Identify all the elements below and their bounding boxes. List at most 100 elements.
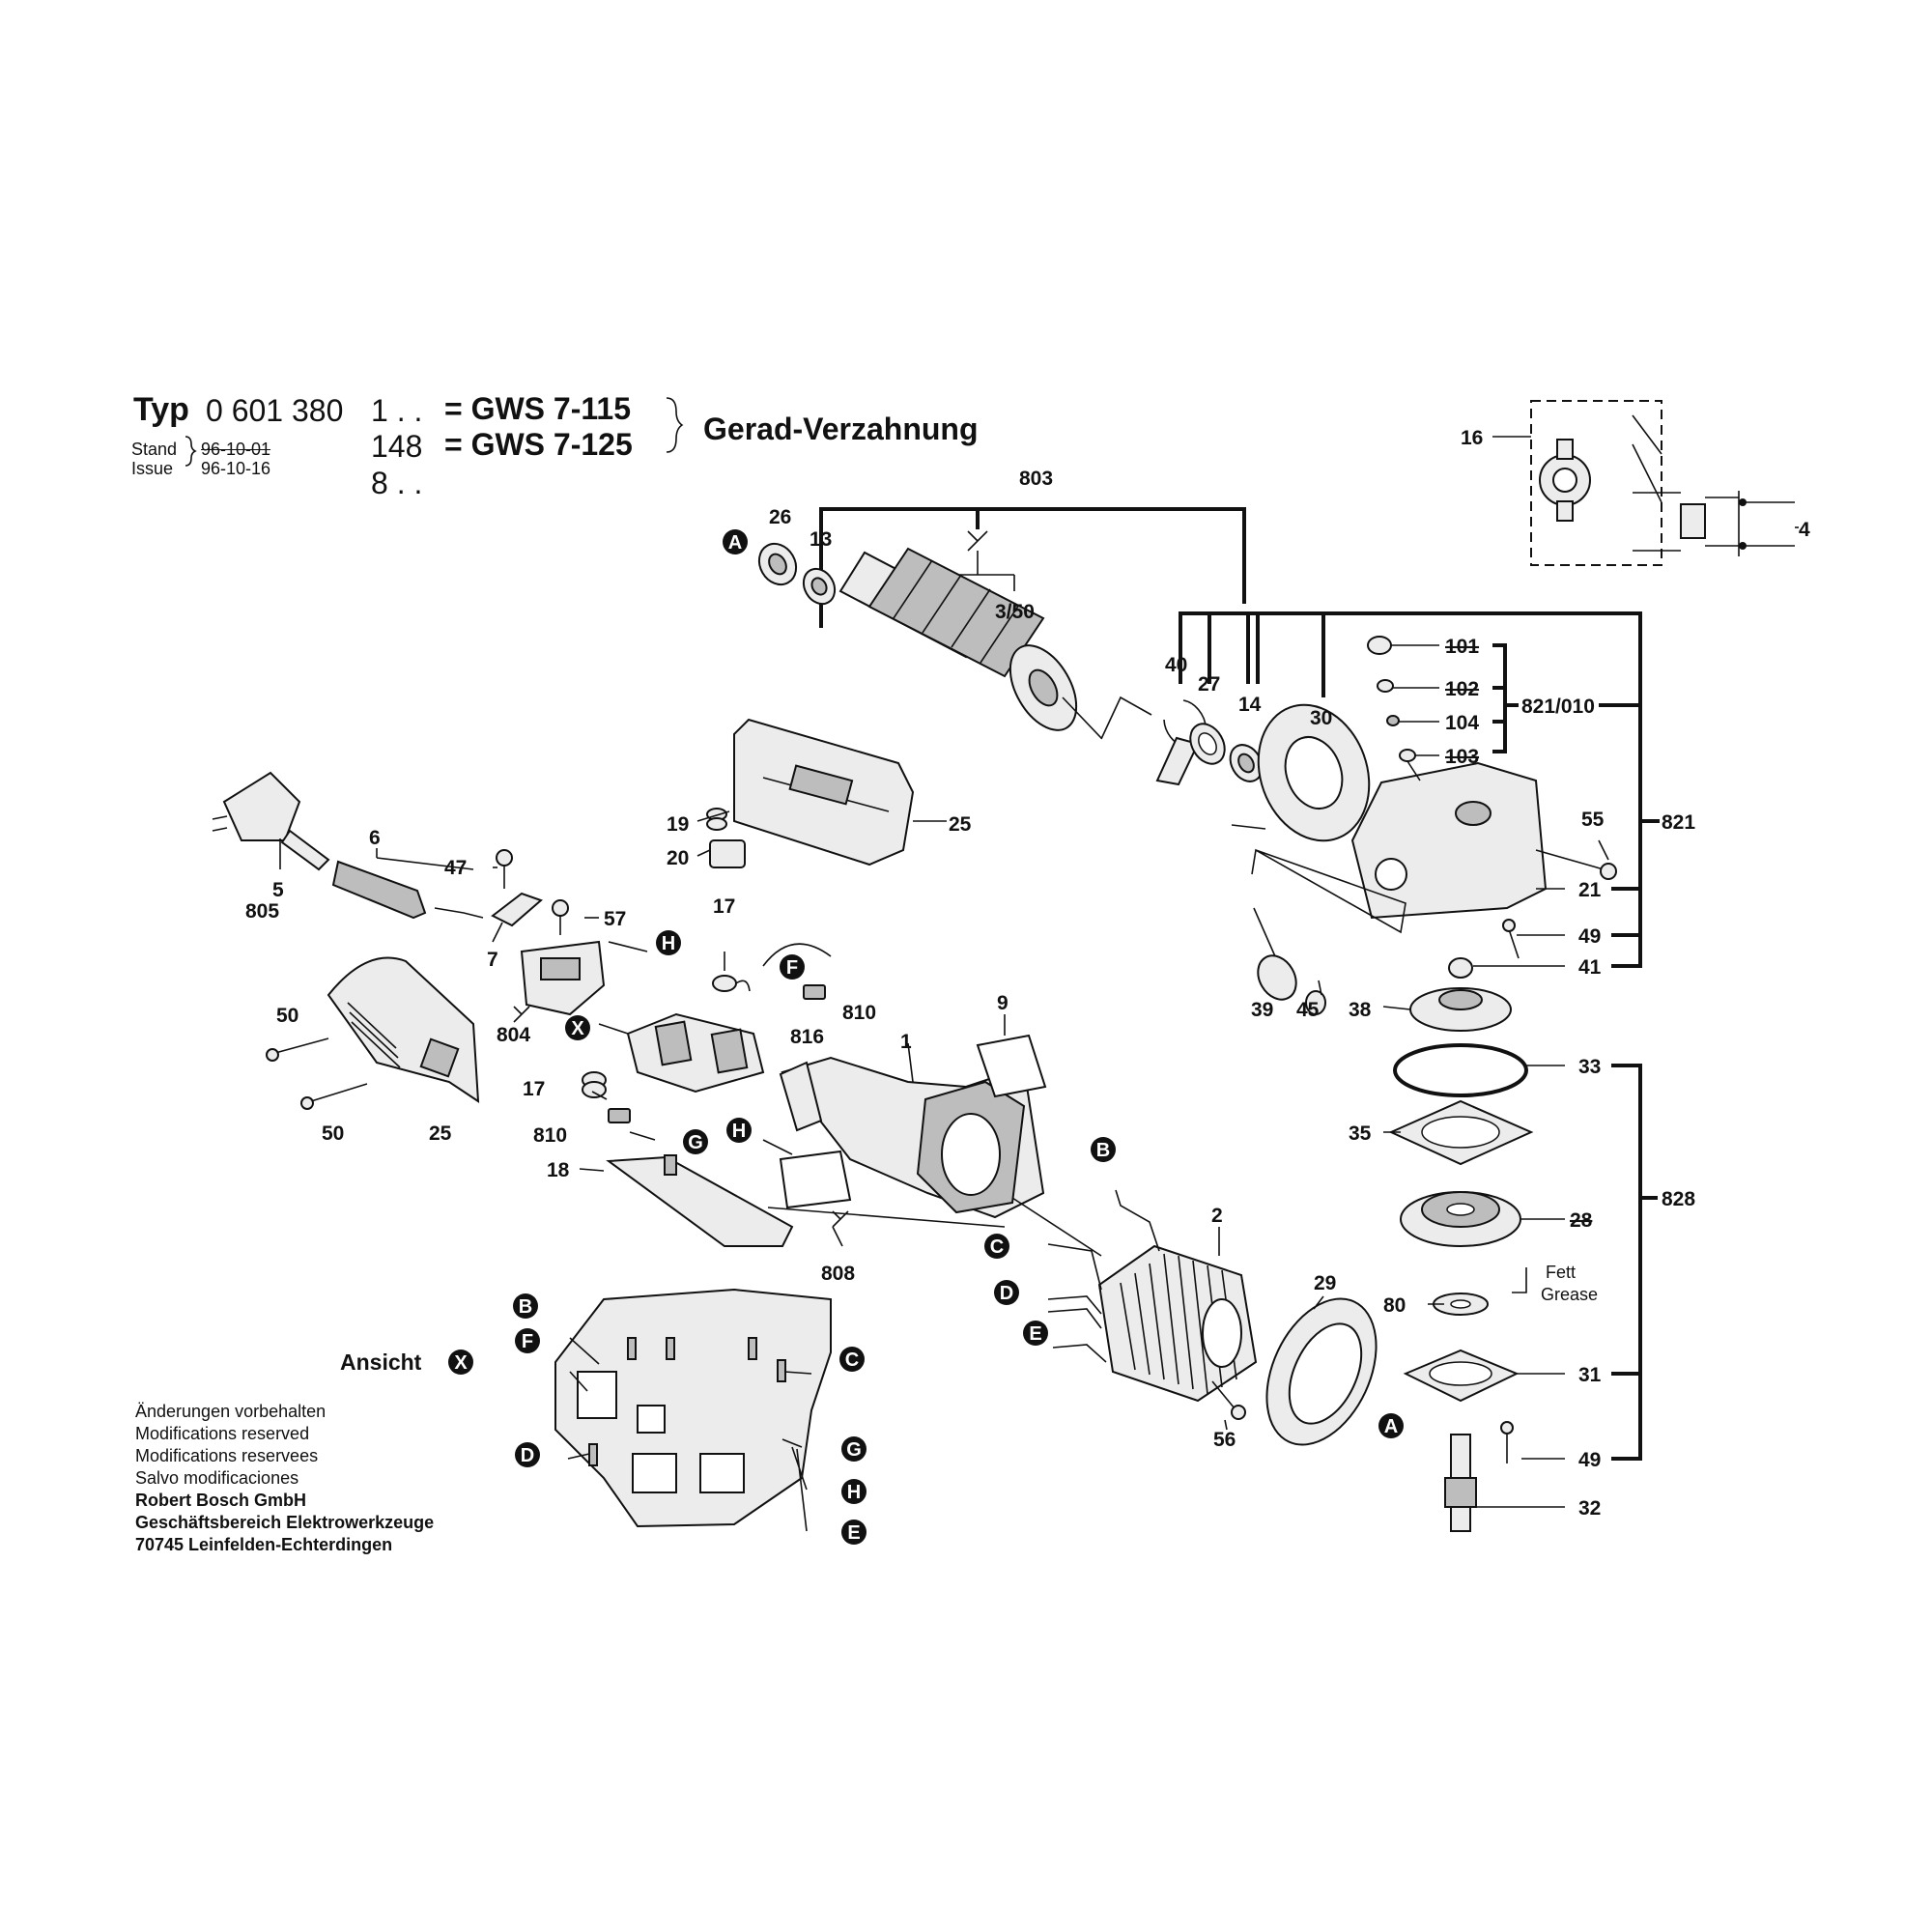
part-label-49-lower: 49 — [1578, 1449, 1601, 1471]
company-name: Robert Bosch GmbH — [135, 1491, 307, 1510]
screw-57 — [552, 899, 569, 935]
spindle-32 — [1444, 1434, 1477, 1532]
field-coil-2 — [1097, 1244, 1258, 1403]
air-guide-ring-29 — [1265, 1297, 1378, 1446]
part-label-32: 32 — [1578, 1497, 1601, 1520]
svg-text:G: G — [846, 1439, 862, 1461]
part-label-25-upper: 25 — [949, 813, 972, 836]
marker-d-coil: D — [994, 1280, 1019, 1305]
part-number-labels: 803 26 13 3/50 16 4 40 27 14 30 101 102 … — [245, 427, 1810, 1520]
ring-27 — [1189, 723, 1226, 765]
marker-e-coil: E — [1023, 1321, 1048, 1346]
line1-model: = GWS 7-115 — [444, 391, 631, 426]
svg-text:H: H — [847, 1482, 861, 1503]
marker-h-switch: H — [656, 930, 681, 955]
bracket-821-010 — [1492, 643, 1640, 753]
marker-c-view: C — [839, 1347, 865, 1372]
grease-label-en: Grease — [1541, 1285, 1598, 1304]
bearing-13 — [802, 567, 837, 606]
part-label-805: 805 — [245, 900, 279, 923]
part-label-102: 102 — [1445, 678, 1479, 700]
part-label-56: 56 — [1213, 1429, 1236, 1451]
marker-h-view: H — [841, 1479, 867, 1504]
stand-brace — [185, 436, 197, 467]
company-division: Geschäftsbereich Elektrowerkzeuge — [135, 1513, 435, 1532]
gear-housing-21 — [1350, 761, 1548, 920]
svg-text:E: E — [1029, 1323, 1041, 1345]
part-label-80: 80 — [1383, 1294, 1406, 1317]
marker-f-view: F — [515, 1328, 540, 1353]
circuit-inset — [1492, 400, 1799, 566]
note-line: Änderungen vorbehalten — [135, 1402, 327, 1421]
line2-code: 148 — [371, 429, 423, 464]
footnotes: Änderungen vorbehalten Modifications res… — [135, 1401, 434, 1556]
part-label-17-upper: 17 — [713, 895, 735, 918]
part-label-50-upper: 50 — [276, 1005, 298, 1027]
bearing-26 — [757, 542, 798, 586]
stand-label: Stand — [131, 440, 178, 459]
part-label-101: 101 — [1445, 636, 1479, 658]
svg-text:A: A — [1384, 1416, 1398, 1437]
field-coil-wires — [1047, 1189, 1160, 1363]
marker-d-view: D — [515, 1442, 540, 1467]
spring-19 — [706, 808, 727, 831]
part-label-821-010: 821/010 — [1521, 696, 1595, 718]
part-label-21: 21 — [1578, 879, 1602, 901]
view-label: Ansicht — [340, 1350, 422, 1375]
svg-text:F: F — [786, 957, 798, 979]
part-label-821: 821 — [1662, 811, 1695, 834]
svg-text:G: G — [688, 1132, 703, 1153]
part-label-17-lower: 17 — [523, 1078, 545, 1100]
part-label-7: 7 — [487, 949, 498, 971]
brush-holder — [626, 1012, 765, 1094]
svg-text:B: B — [1096, 1140, 1110, 1161]
power-cable-805 — [212, 771, 330, 871]
label-808 — [779, 1150, 852, 1209]
note-line: Salvo modificaciones — [135, 1468, 299, 1488]
stand-date: 96-10-01 — [201, 440, 271, 459]
svg-text:D: D — [1000, 1283, 1013, 1304]
line3-code: 8 . . — [371, 466, 423, 500]
part-label-19: 19 — [667, 813, 689, 836]
part-label-55: 55 — [1581, 809, 1605, 831]
part-label-57: 57 — [604, 908, 626, 930]
part-label-27: 27 — [1198, 673, 1220, 696]
part-label-5: 5 — [272, 879, 284, 901]
line1-code: 1 . . — [371, 393, 423, 428]
svg-text:F: F — [522, 1331, 533, 1352]
label-9 — [976, 1034, 1047, 1098]
part-label-31: 31 — [1578, 1364, 1602, 1386]
bracket-828 — [1611, 1064, 1658, 1461]
svg-text:H: H — [732, 1121, 746, 1142]
line2-model: = GWS 7-125 — [444, 427, 633, 462]
part-label-13: 13 — [810, 528, 832, 551]
screw-49-upper — [1502, 919, 1520, 959]
lock-button-20 — [709, 839, 746, 868]
screw-49-lower — [1500, 1421, 1514, 1463]
spring-17-lower — [582, 1071, 607, 1098]
handle-cover-25-lower — [327, 956, 480, 1103]
part-label-25-lower: 25 — [429, 1122, 452, 1145]
part-label-50-lower: 50 — [322, 1122, 344, 1145]
part-label-45: 45 — [1296, 999, 1320, 1021]
carbon-brush-upper — [803, 984, 826, 1000]
note-line: Modifications reserved — [135, 1424, 310, 1443]
bevel-gear-38 — [1409, 987, 1512, 1032]
bearing-41 — [1448, 957, 1473, 979]
part-label-29: 29 — [1314, 1272, 1336, 1294]
svg-text:H: H — [662, 933, 675, 954]
header-brace — [666, 397, 684, 453]
part-label-808: 808 — [821, 1263, 855, 1285]
part-label-6: 6 — [369, 827, 381, 849]
part-label-49-upper: 49 — [1578, 925, 1601, 948]
marker-g-brush: G — [683, 1129, 708, 1154]
part-label-26: 26 — [769, 506, 791, 528]
svg-text:C: C — [845, 1350, 859, 1371]
issue-label: Issue — [131, 459, 174, 478]
view-x-inset — [554, 1288, 832, 1532]
screw-50-lower — [300, 1083, 368, 1110]
bearing-14 — [1229, 744, 1264, 782]
part-label-40: 40 — [1165, 654, 1187, 676]
part-label-804: 804 — [497, 1024, 530, 1046]
